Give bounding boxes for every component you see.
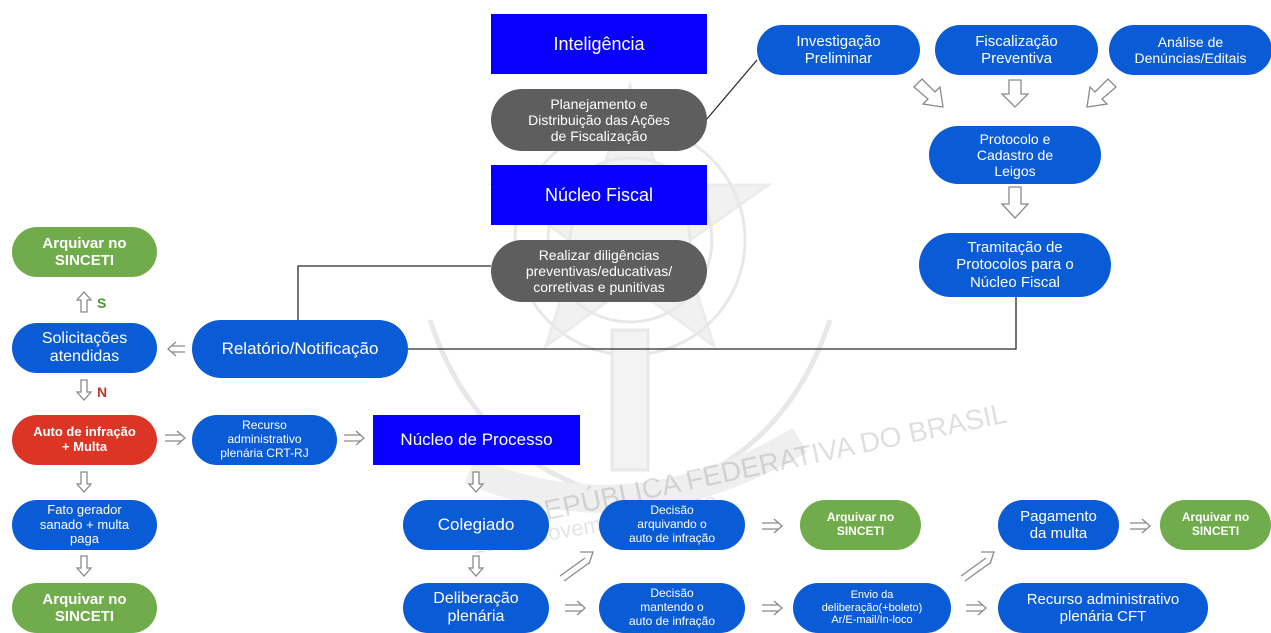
arrow-auto-fato [75, 471, 93, 493]
colegiado-node: Colegiado [403, 500, 549, 550]
decisao-arq-node: Decisão arquivando o auto de infração [599, 500, 745, 550]
recurso-cft-label: Recurso administrativo plenária CFT [1026, 590, 1180, 625]
arrow-decisao-envio [762, 600, 783, 616]
deliberacao-node: Deliberação plenária [403, 583, 549, 633]
connector-planejamento-investigacao [705, 59, 758, 121]
arrow-decisao-arq-arquivar [762, 518, 783, 534]
investigacao-label: Investigação Preliminar [796, 32, 881, 67]
arrow-deliberacao-decisao [565, 600, 586, 616]
arrow-deliberacao-decisao-arq [559, 551, 594, 582]
arquivar-top-label: Arquivar no SINCETI [42, 234, 127, 269]
pagamento-label: Pagamento da multa [1020, 507, 1097, 542]
arquivar-left-bottom-node: Arquivar no SINCETI [12, 583, 157, 633]
nucleo-fiscal-box: Núcleo Fiscal [491, 165, 707, 225]
auto-node: Auto de infração + Multa [12, 415, 157, 465]
diligencias-label: Realizar diligências preventivas/educati… [525, 246, 673, 296]
analise-node: Análise de Denúncias/Editais [1109, 25, 1271, 75]
arrow-nucleo-colegiado [467, 471, 485, 493]
protocolo-node: Protocolo e Cadastro de Leigos [929, 126, 1101, 184]
planejamento-label: Planejamento e Distribuição das Ações de… [528, 95, 670, 145]
tramitacao-label: Tramitação de Protocolos para o Núcleo F… [956, 239, 1074, 291]
investigacao-node: Investigação Preliminar [757, 25, 920, 75]
relatorio-label: Relatório/Notificação [221, 339, 379, 359]
recurso-crt-node: Recurso administrativo plenária CRT-RJ [192, 415, 337, 465]
decisao-mant-node: Decisão mantendo o auto de infração [599, 583, 745, 633]
fiscalizacao-node: Fiscalização Preventiva [935, 25, 1098, 75]
arrow-colegiado-deliberacao [467, 555, 485, 577]
arrow-envio-recurso [966, 600, 987, 616]
connector-tramitacao-relatorio [408, 297, 1017, 350]
relatorio-node: Relatório/Notificação [192, 320, 408, 378]
auto-label: Auto de infração + Multa [33, 424, 136, 454]
analise-label: Análise de Denúncias/Editais [1134, 33, 1247, 66]
arquivar-right-node: Arquivar no SINCETI [1160, 500, 1271, 550]
solicitacoes-label: Solicitações atendidas [41, 329, 128, 365]
arrow-solicitacoes-arquivar [75, 291, 93, 313]
label-s: S [97, 295, 107, 311]
arquivar-left-bottom-label: Arquivar no SINCETI [42, 590, 127, 625]
arrow-auto-recurso-line [165, 430, 186, 446]
arrow-analise-protocolo [1086, 78, 1117, 108]
arquivar-mid-node: Arquivar no SINCETI [800, 500, 921, 550]
arrow-solicitacoes-auto [75, 379, 93, 401]
solicitacoes-node: Solicitações atendidas [12, 323, 157, 373]
fato-node: Fato gerador sanado + multa paga [12, 500, 157, 550]
fiscalizacao-label: Fiscalização Preventiva [975, 32, 1058, 67]
arrow-fiscalizacao-protocolo [1000, 79, 1030, 108]
recurso-cft-node: Recurso administrativo plenária CFT [998, 583, 1208, 633]
arrow-investigacao-protocolo [913, 78, 944, 108]
arrow-relatorio-solicitacoes [167, 341, 185, 357]
fato-label: Fato gerador sanado + multa paga [39, 501, 130, 547]
pagamento-node: Pagamento da multa [998, 500, 1119, 550]
nucleo-fiscal-label: Núcleo Fiscal [544, 184, 654, 205]
envio-label: Envio da deliberação(+boleto) Ar/E-mail/… [821, 589, 923, 627]
arrow-fato-arquivar [75, 555, 93, 577]
connector-diligencias-relatorio [297, 265, 491, 322]
planejamento-node: Planejamento e Distribuição das Ações de… [491, 89, 707, 151]
arrow-pagamento-arquivar [1130, 518, 1151, 534]
inteligencia-box: Inteligência [491, 14, 707, 74]
decisao-arq-label: Decisão arquivando o auto de infração [628, 503, 716, 545]
colegiado-label: Colegiado [437, 515, 515, 535]
arquivar-right-label: Arquivar no SINCETI [1181, 510, 1250, 538]
recurso-crt-label: Recurso administrativo plenária CRT-RJ [220, 418, 309, 460]
deliberacao-label: Deliberação plenária [433, 589, 519, 625]
arquivar-mid-label: Arquivar no SINCETI [826, 510, 895, 538]
decisao-mant-label: Decisão mantendo o auto de infração [628, 586, 716, 628]
tramitacao-node: Tramitação de Protocolos para o Núcleo F… [919, 233, 1111, 297]
arrow-envio-pagamento [960, 551, 995, 582]
arquivar-top-node: Arquivar no SINCETI [12, 227, 157, 277]
inteligencia-label: Inteligência [553, 33, 645, 54]
label-n: N [97, 384, 108, 400]
nucleo-processo-box: Núcleo de Processo [373, 415, 580, 465]
diligencias-node: Realizar diligências preventivas/educati… [491, 240, 707, 302]
nucleo-processo-label: Núcleo de Processo [400, 430, 553, 450]
protocolo-label: Protocolo e Cadastro de Leigos [976, 130, 1054, 180]
arrow-recurso-nucleo [344, 430, 365, 446]
arrow-protocolo-tramitacao [1000, 186, 1030, 219]
envio-node: Envio da deliberação(+boleto) Ar/E-mail/… [793, 583, 951, 633]
